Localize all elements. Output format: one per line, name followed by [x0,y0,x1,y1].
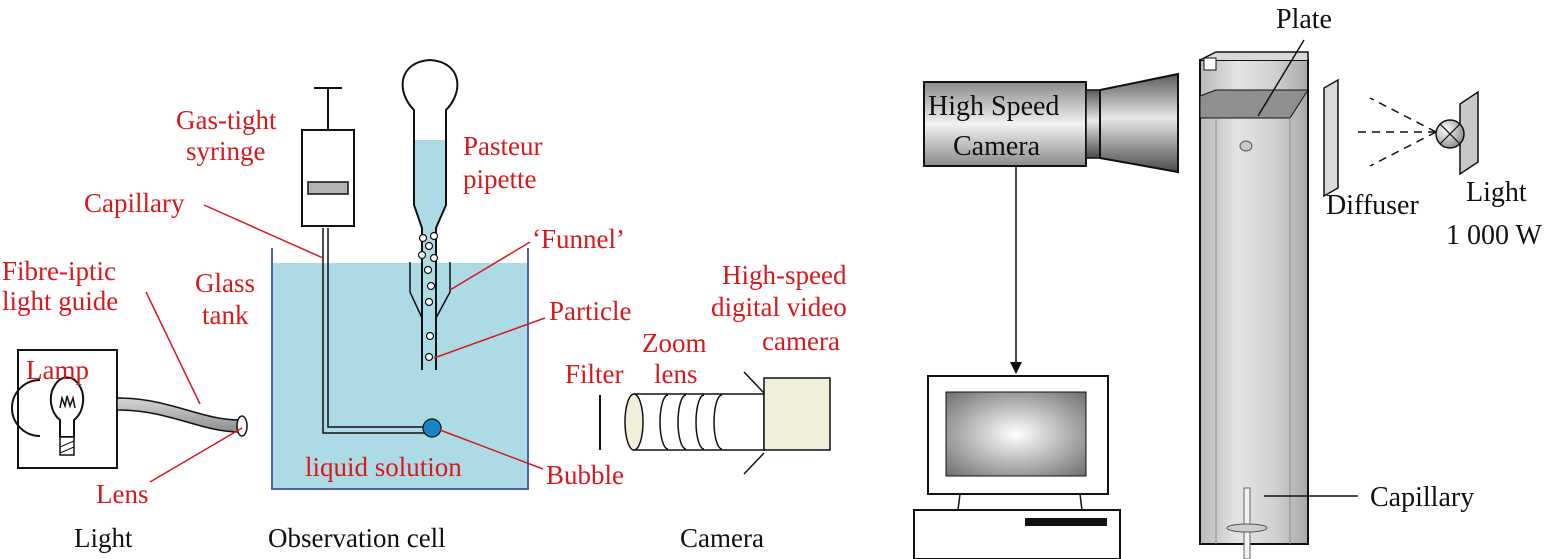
light-guide-lens [236,415,248,437]
column-tank [1199,51,1309,559]
caption-light: Light [74,523,133,553]
label-zoom-2: lens [654,359,698,389]
caption-observation-cell: Observation cell [268,523,446,553]
label-plate: Plate [1276,4,1332,35]
bubble [422,418,442,438]
plate-leader [1257,39,1305,117]
gas-tight-syringe [301,87,355,227]
light-source [1435,90,1479,176]
label-camera-1: High Speed [928,91,1059,122]
label-lamp: Lamp [26,355,89,385]
label-bubble: Bubble [546,460,624,490]
caption-camera: Camera [680,523,764,553]
label-diffuser: Diffuser [1326,190,1419,221]
label-filter: Filter [565,359,624,389]
label-liquid-solution: liquid solution [305,452,462,482]
label-gas-tight-2: syringe [186,136,266,166]
diffuser [1323,78,1339,198]
label-glass-tank-1: Glass [195,268,255,298]
label-pasteur-1: Pasteur [463,131,542,161]
label-glass-tank-2: tank [202,300,249,330]
label-particle: Particle [549,296,631,326]
plate [1199,89,1309,119]
video-camera [743,371,831,475]
bubble-right [1239,140,1253,152]
label-light-2: 1 000 W [1446,220,1542,251]
label-fibre-optic-2: light guide [2,286,118,316]
label-light-1: Light [1466,177,1527,208]
high-speed-camera [923,72,1179,174]
capillary-tube [322,228,428,434]
label-hs-camera-1: High-speed [722,260,847,290]
label-capillary-right: Capillary [1370,482,1474,513]
computer-monitor [913,375,1121,559]
label-zoom-1: Zoom [642,328,707,358]
lamp-box [11,349,118,469]
leader-lines-left [145,204,546,483]
label-lens: Lens [96,479,148,509]
label-pasteur-2: pipette [463,164,536,194]
glass-tank [271,248,529,490]
liquid [272,263,528,489]
arrow-head-icon [1010,362,1022,374]
label-camera-2: Camera [953,131,1041,162]
label-fibre-optic-1: Fibre-iptic [2,256,116,286]
label-capillary: Capillary [84,188,185,218]
label-funnel: ‘Funnel’ [532,224,625,254]
light-rays [1356,97,1437,167]
bulb-icon [49,376,85,438]
label-hs-camera-2: digital video [711,292,847,322]
label-gas-tight-1: Gas-tight [176,105,277,135]
zoom-lens [624,393,765,451]
light-guide [116,397,241,433]
label-hs-camera-3: camera [762,326,840,356]
pasteur-pipette [401,58,459,370]
